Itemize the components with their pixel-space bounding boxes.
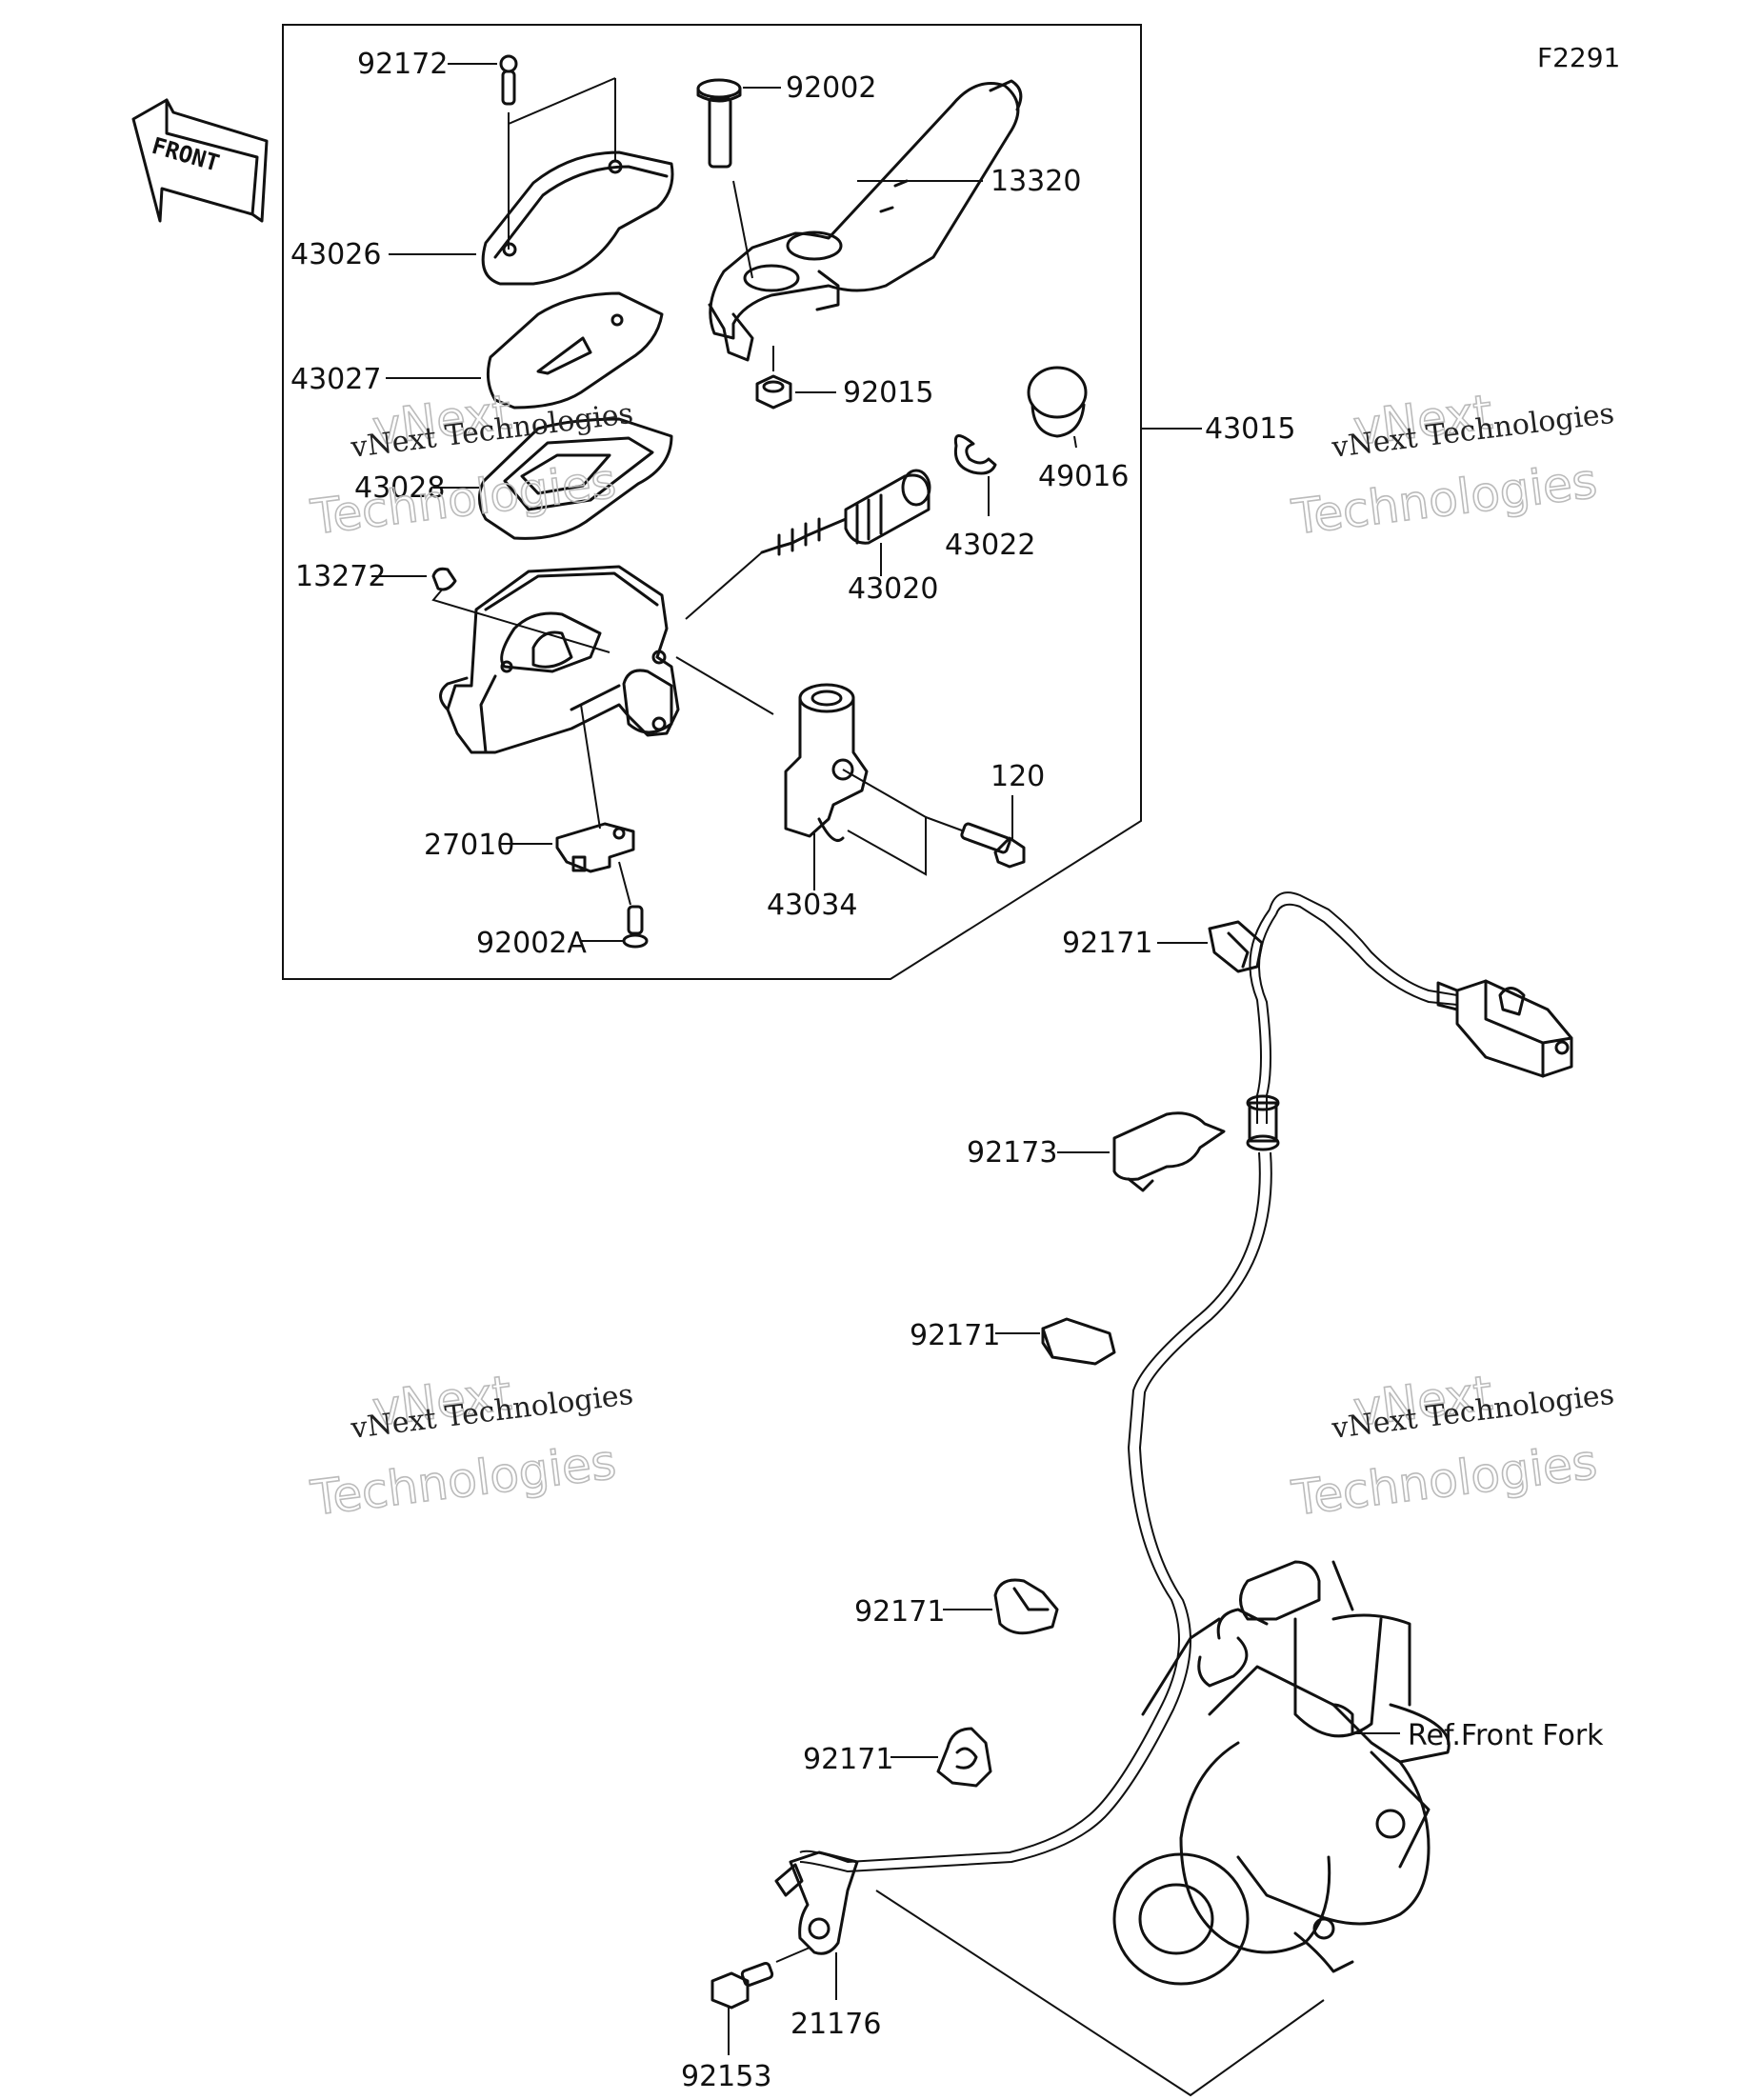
figure-code: F2291 xyxy=(1537,42,1620,73)
svg-text:Technologies: Technologies xyxy=(1289,1434,1600,1527)
svg-text:Technologies: Technologies xyxy=(308,453,619,546)
clutch-switch xyxy=(555,822,635,873)
harness-bracket xyxy=(774,1850,859,1955)
svg-text:Technologies: Technologies xyxy=(308,1434,619,1527)
lever-pivot-nut xyxy=(755,374,792,410)
part-label-43015: 43015 xyxy=(1205,412,1295,446)
ref-front-fork-label: Ref.Front Fork xyxy=(1408,1719,1604,1752)
reservoir-cap xyxy=(481,150,674,286)
dust-boot xyxy=(1027,366,1088,438)
part-label-43020: 43020 xyxy=(848,572,938,606)
watermark-bottom-right: vNext vNext Technologies Technologies xyxy=(1288,1365,1616,1528)
part-label-92171-b: 92171 xyxy=(910,1319,1000,1352)
part-label-92171-d: 92171 xyxy=(803,1743,893,1776)
bracket-bolt xyxy=(710,1961,774,2010)
part-label-92002: 92002 xyxy=(786,71,876,105)
part-label-27010: 27010 xyxy=(424,829,514,862)
part-label-92171-c: 92171 xyxy=(854,1595,945,1629)
part-label-13272: 13272 xyxy=(295,560,386,593)
harness-clamp xyxy=(1112,1111,1226,1192)
handlebar-clamp xyxy=(784,683,869,842)
front-arrow-icon: FRONT xyxy=(131,98,269,223)
part-label-120: 120 xyxy=(991,760,1045,793)
part-label-43027: 43027 xyxy=(290,363,381,396)
master-cylinder-assembly-outline xyxy=(282,24,1142,980)
part-label-43028: 43028 xyxy=(354,471,445,505)
bleeder-cap xyxy=(431,567,610,653)
part-label-43026: 43026 xyxy=(290,238,381,271)
part-label-92172: 92172 xyxy=(357,48,448,81)
part-label-92173: 92173 xyxy=(967,1136,1057,1170)
clutch-lever xyxy=(708,79,1023,362)
svg-text:Technologies: Technologies xyxy=(1289,453,1600,546)
piston-assembly xyxy=(760,469,931,556)
part-label-92153: 92153 xyxy=(681,2060,771,2093)
part-label-49016: 49016 xyxy=(1038,460,1129,493)
reservoir-diaphragm xyxy=(478,417,673,540)
piston-circlip xyxy=(953,434,997,475)
part-label-21176: 21176 xyxy=(790,2008,881,2041)
watermark-top-right: vNext vNext Technologies Technologies xyxy=(1288,384,1616,547)
harness-grommet xyxy=(1246,1094,1280,1151)
clamp-bolt xyxy=(960,822,1026,869)
switch-screw xyxy=(622,905,649,949)
part-label-13320: 13320 xyxy=(991,165,1081,198)
part-label-92171-a: 92171 xyxy=(1062,927,1152,960)
master-cylinder-body xyxy=(439,565,680,754)
reservoir-plate xyxy=(486,291,664,410)
lever-pivot-bolt xyxy=(696,78,742,169)
part-label-43034: 43034 xyxy=(767,889,857,922)
watermark-bottom-left: vNext vNext Technologies Technologies xyxy=(307,1365,635,1528)
reservoir-cap-screw xyxy=(499,54,518,106)
harness-clip-c xyxy=(993,1578,1059,1635)
harness-connector xyxy=(1436,979,1573,1078)
part-label-92002a: 92002A xyxy=(476,927,587,960)
part-label-92015: 92015 xyxy=(843,376,933,410)
front-fork-lower xyxy=(1112,1560,1451,1986)
harness-clip-a xyxy=(1208,920,1264,973)
part-label-43022: 43022 xyxy=(945,529,1035,562)
harness-clip-b xyxy=(1041,1317,1116,1366)
harness-clip-d xyxy=(936,1727,992,1788)
